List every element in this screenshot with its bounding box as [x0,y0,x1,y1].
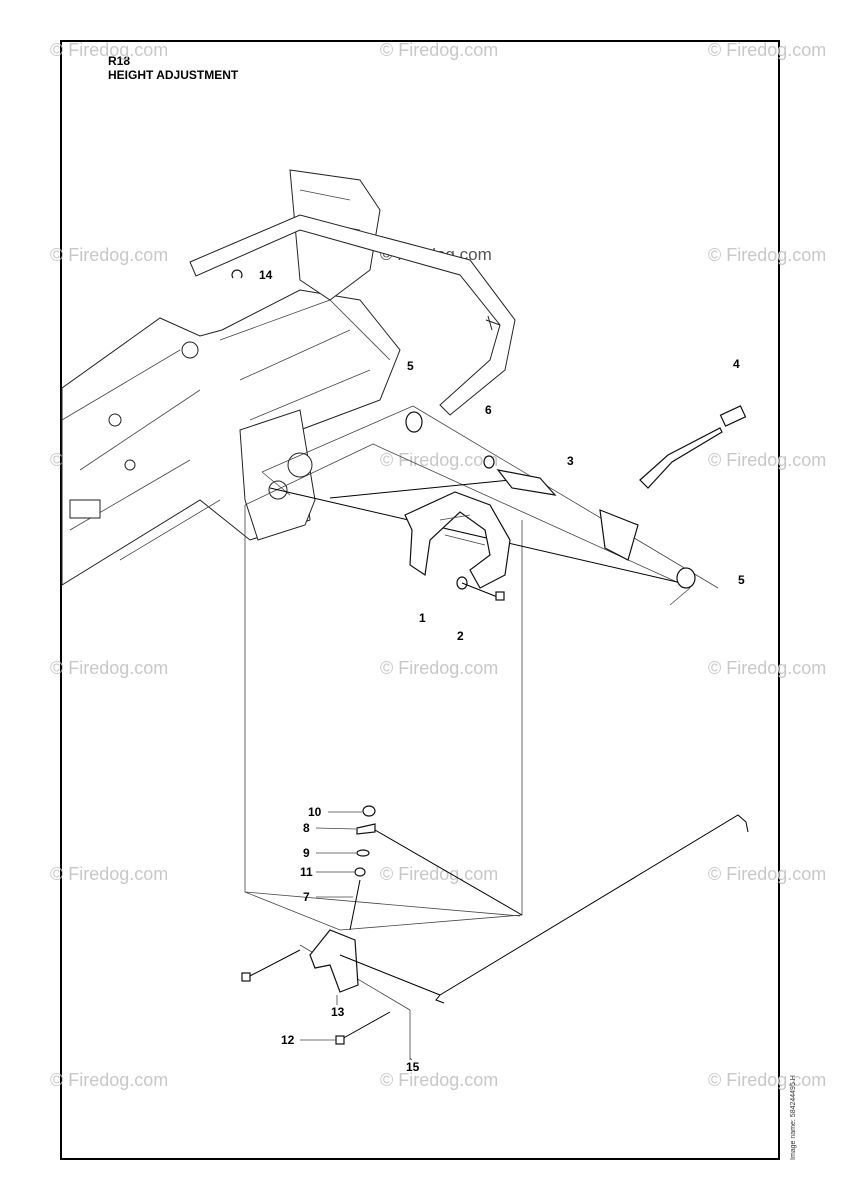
watermark: © Firedog.com [50,864,169,884]
callout-8: 8 [303,821,310,835]
watermark: © Firedog.com [50,245,169,265]
part-13-bracket [241,929,359,993]
watermark: © Firedog.com [708,245,827,265]
image-name: Image name: 584244495 H [790,1075,797,1160]
part-3-shaft [269,427,723,586]
callout-14: 14 [259,268,273,282]
callout-5: 5 [407,359,414,373]
diagram-code: R18 [108,54,131,68]
part-5-bushing [405,411,696,589]
watermark: © Firedog.com [50,1070,169,1090]
chassis-frame [61,169,516,586]
watermark: © Firedog.com [380,450,499,470]
callout-6: 6 [485,403,492,417]
callout-4: 4 [733,357,740,371]
watermark: © Firedog.com [50,658,169,678]
callout-12: 12 [281,1033,295,1047]
callout-11: 11 [300,865,313,879]
callout-13: 13 [331,1005,345,1019]
watermark: © Firedog.com [380,658,499,678]
part-2-bolt [456,576,505,601]
watermark: © Firedog.com [50,40,169,60]
part-6-pin [483,455,495,469]
callout-9: 9 [303,846,310,860]
callout-leaders [300,811,413,1061]
callout-5: 5 [738,573,745,587]
part-14 [231,269,243,279]
callout-2: 2 [457,629,464,643]
callout-1: 1 [419,611,426,625]
watermark: © Firedog.com [708,450,827,470]
part-1-sector [404,491,511,589]
leader-lines [244,405,719,1060]
callout-15: 15 [406,1060,420,1074]
watermark: © Firedog.com [708,658,827,678]
part-stack-7-11 [349,805,523,931]
watermark: © Firedog.com [708,864,827,884]
watermark: © Firedog.com [708,40,827,60]
callout-3: 3 [567,454,574,468]
part-15-rod [339,814,749,1004]
callout-10: 10 [308,805,322,819]
watermark: © Firedog.com [380,864,499,884]
watermark: © Firedog.com [708,1070,827,1090]
watermark: © Firedog.com [380,40,499,60]
watermark: © Firedog.com [380,1070,499,1090]
callout-7: 7 [303,890,310,904]
drawing-frame [60,40,780,1160]
diagram-title: HEIGHT ADJUSTMENT [108,68,239,82]
part-4-knob [719,405,747,427]
